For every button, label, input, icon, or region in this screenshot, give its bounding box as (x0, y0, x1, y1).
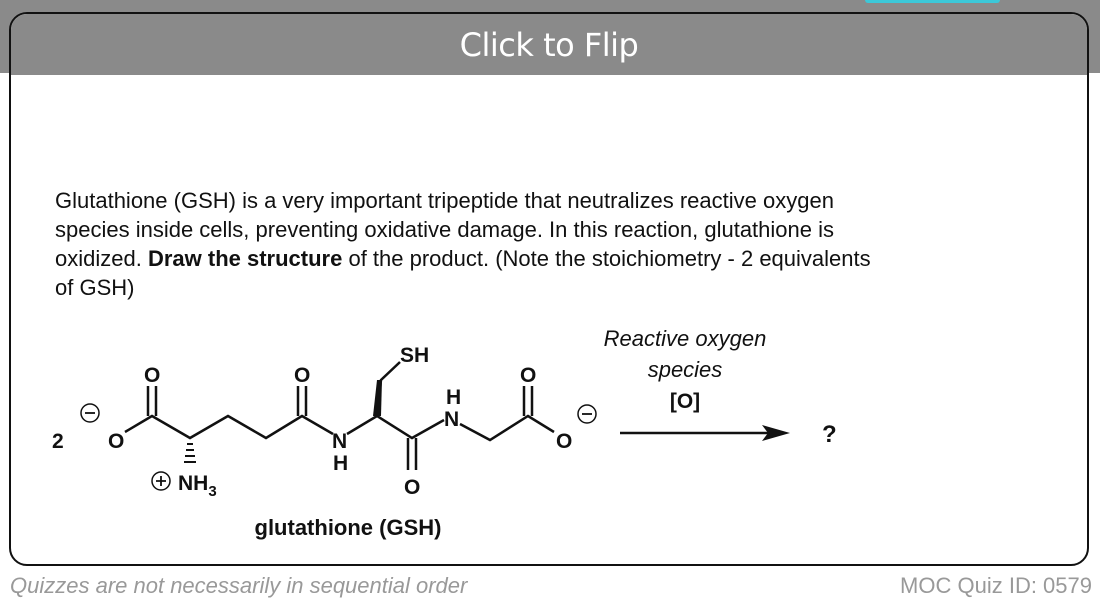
quiz-id: MOC Quiz ID: 0579 (900, 573, 1092, 598)
reagent-line2: species (648, 357, 723, 382)
atom-nh3: NH (178, 472, 208, 495)
minus-charge-icon (80, 403, 100, 423)
atom-o: O (108, 430, 124, 453)
wedge-bond (373, 380, 382, 416)
atom-o: O (294, 364, 310, 387)
subscript-3: 3 (208, 483, 216, 500)
bonds (124, 361, 770, 470)
question-bold: Draw the structure (147, 246, 343, 271)
svg-text:NH3: NH3 (178, 472, 217, 500)
reagent-oxidant: [O] (670, 390, 700, 413)
plus-sign (156, 476, 166, 486)
atom-n: N (332, 430, 347, 453)
teal-tab[interactable] (865, 0, 1000, 3)
question-text: Glutathione (GSH) is a very important tr… (55, 186, 875, 302)
atom-o: O (144, 364, 160, 387)
atom-h: H (333, 452, 348, 475)
minus-charge-icon (577, 404, 597, 424)
question-part2: of the product. (Note the stoichiometry … (55, 246, 871, 300)
reaction-arrow (762, 425, 790, 441)
flashcard[interactable]: Click to Flip Glutathione (GSH) is a ver… (9, 12, 1089, 566)
atom-o: O (556, 430, 572, 453)
atom-sh: SH (400, 344, 429, 367)
molecule-name: glutathione (GSH) (255, 515, 442, 540)
atom-o: O (404, 476, 420, 499)
hash-bond (184, 443, 196, 463)
atom-h: H (446, 386, 461, 409)
atom-o: O (520, 364, 536, 387)
atom-n: N (444, 408, 459, 431)
product-unknown: ? (822, 421, 837, 448)
plus-charge-icon (151, 471, 171, 491)
coefficient: 2 (52, 430, 64, 453)
flip-label: Click to Flip (459, 25, 639, 64)
flip-button[interactable]: Click to Flip (11, 14, 1087, 75)
sequence-note: Quizzes are not necessarily in sequentia… (10, 573, 468, 598)
reagent-line1: Reactive oxygen (604, 326, 767, 351)
question-part1: Glutathione (GSH) is a very important tr… (55, 188, 835, 271)
